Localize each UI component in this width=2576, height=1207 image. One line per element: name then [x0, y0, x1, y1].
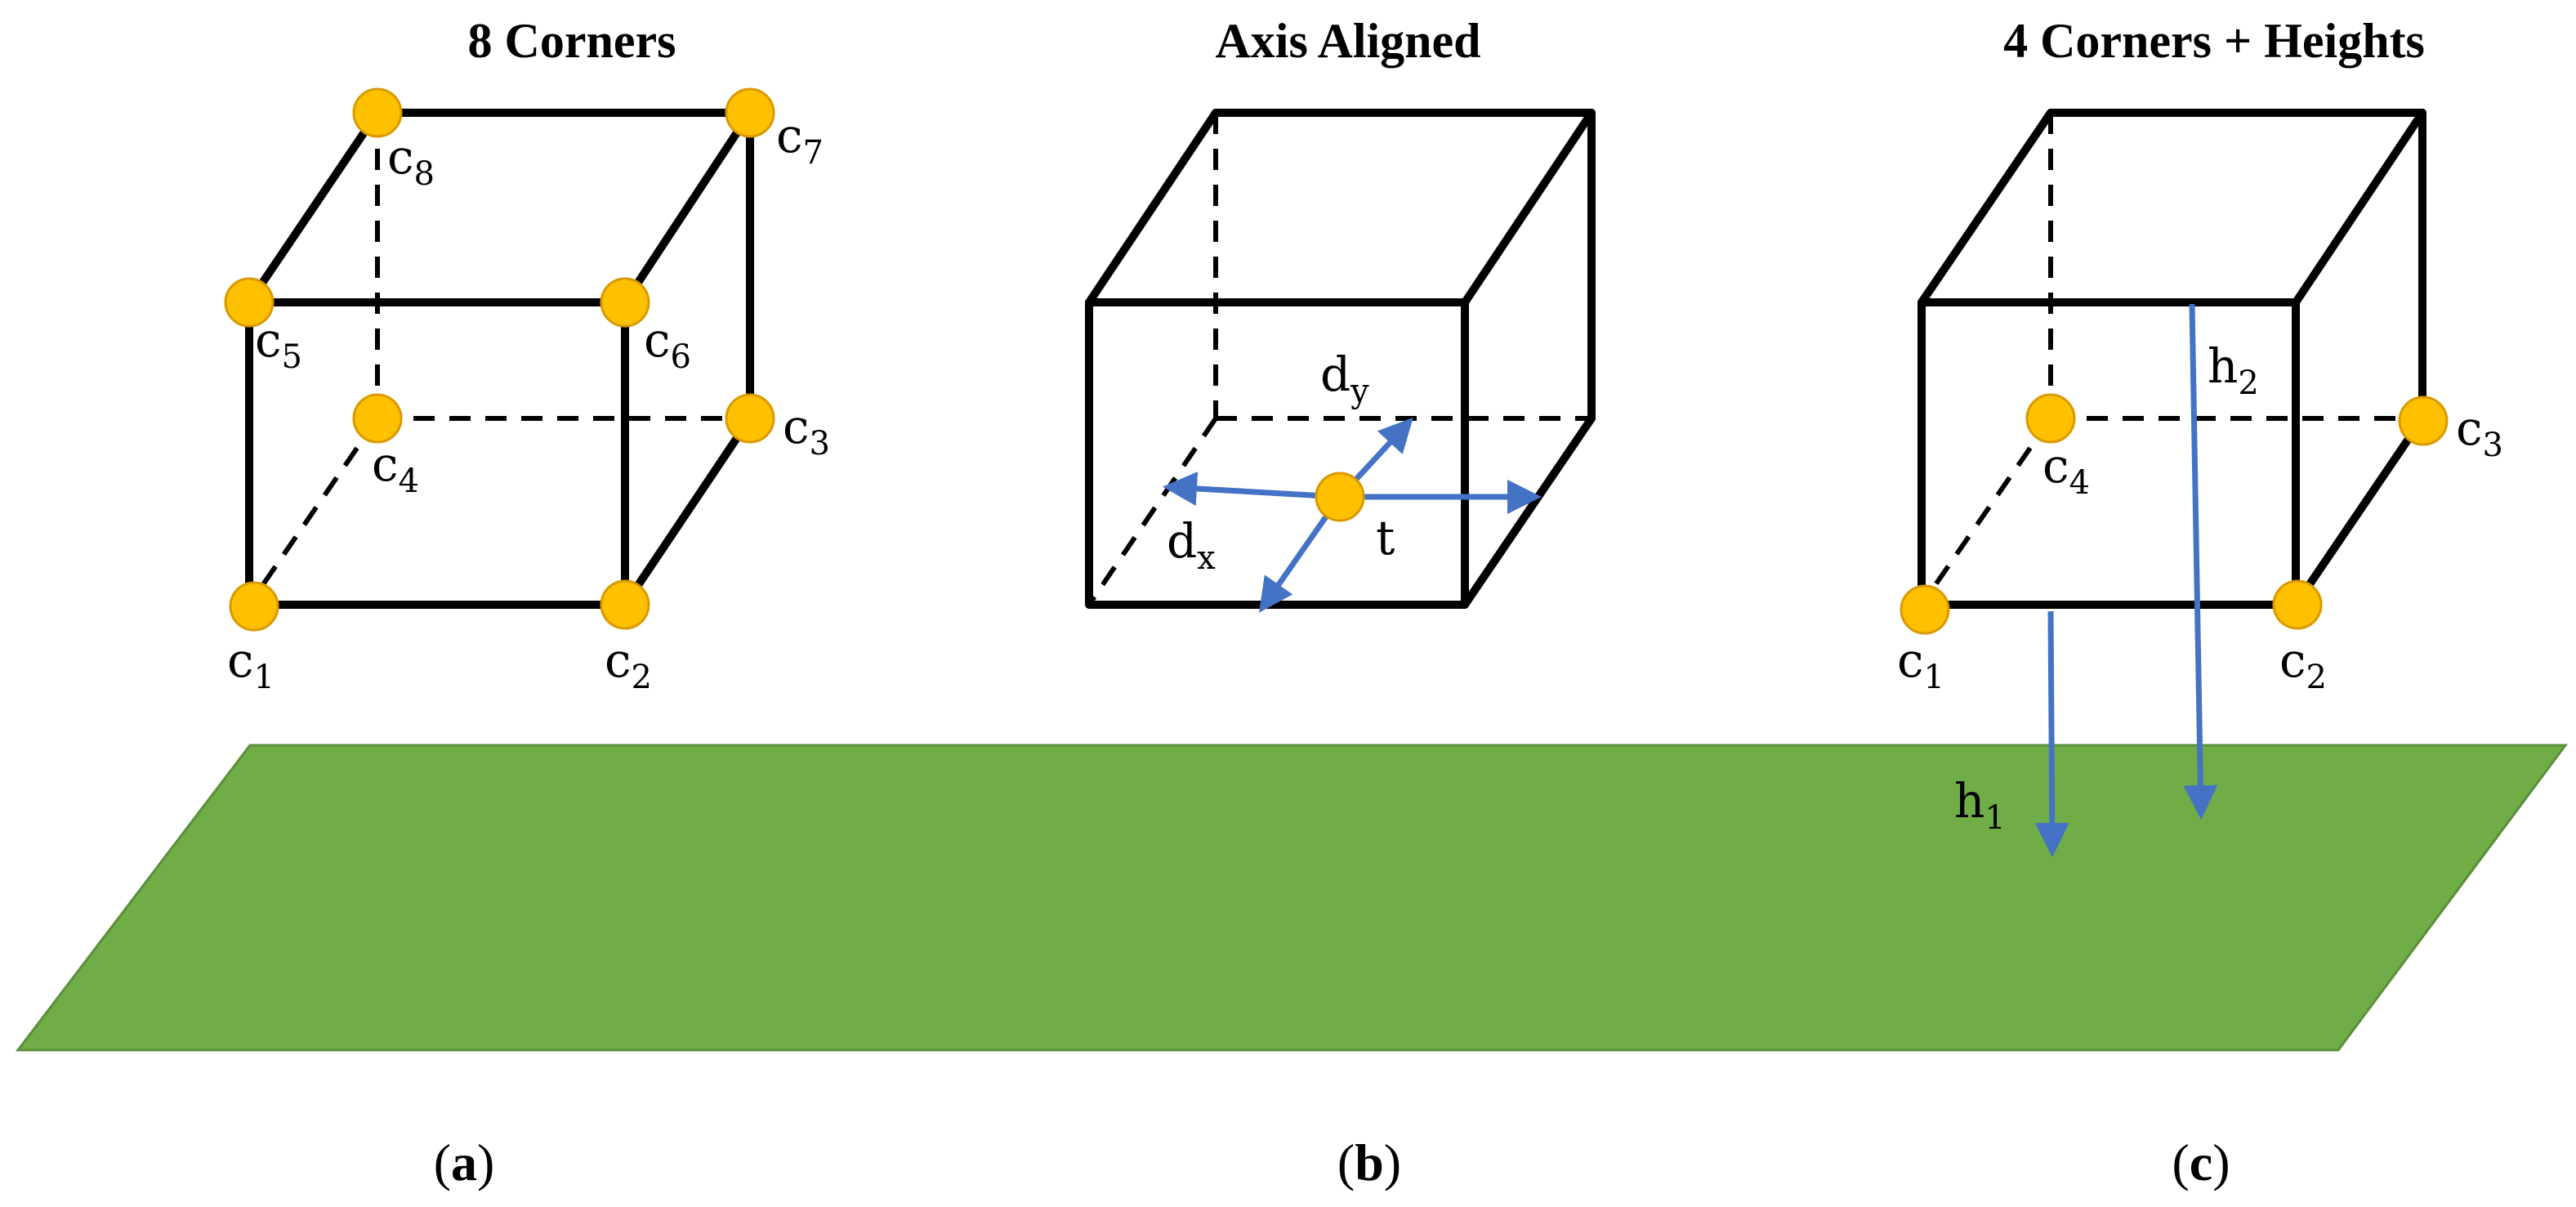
height-arrow-h2 — [2183, 303, 2218, 820]
panel-b-title: Axis Aligned — [1215, 14, 1480, 68]
corner-label-c7: c7 — [776, 108, 824, 172]
panel-b-caption: (b) — [1337, 1133, 1401, 1191]
corner-dot-c3 — [725, 393, 775, 444]
label-t: t — [1376, 510, 1395, 566]
right-bottom-edge — [2292, 414, 2426, 609]
height-arrow-h1 — [2034, 610, 2069, 857]
corner-label-c1: c1 — [1897, 633, 1944, 696]
corner-dot-c7 — [725, 87, 775, 138]
corner-label-c6: c6 — [644, 312, 691, 376]
ground-plane — [15, 744, 2568, 1052]
corner-label-c4: c4 — [2042, 438, 2090, 502]
corner-dot-c2 — [2272, 579, 2323, 630]
corner-label-c8: c8 — [387, 129, 435, 193]
panel-c-caption: (c) — [2172, 1133, 2230, 1191]
panel-a-title: 8 Corners — [468, 14, 676, 68]
right-bottom-edge — [1461, 414, 1596, 609]
top-face — [245, 109, 754, 306]
corner-label-c3: c3 — [2456, 400, 2503, 464]
corner-dots — [224, 87, 775, 632]
front-face — [245, 298, 629, 609]
panel-a-caption: (a) — [434, 1133, 495, 1191]
right-bottom-edge — [621, 414, 754, 609]
corner-label-c2: c2 — [2279, 633, 2327, 696]
corner-dot-c4 — [352, 393, 403, 444]
corner-dot-c3 — [2398, 396, 2449, 446]
hidden-edge — [1919, 417, 2053, 606]
corner-dot-c6 — [600, 277, 650, 328]
label-h2: h2 — [2208, 338, 2259, 402]
corner-label-c1: c1 — [227, 633, 275, 696]
panel-c-title: 4 Corners + Heights — [2003, 14, 2425, 68]
front-face — [1085, 298, 1469, 609]
hidden-edge — [247, 417, 380, 606]
corner-label-c5: c5 — [255, 312, 302, 376]
corner-dot-c5 — [224, 277, 275, 328]
centroid-dot — [1315, 472, 1365, 522]
corner-dot-c4 — [2025, 393, 2076, 444]
panel-c: 4 Corners + Heights c1 c2 c3 c4 h1 h2 (c… — [1897, 14, 2503, 1191]
hidden-edge — [1087, 417, 1218, 606]
corner-label-c3: c3 — [783, 399, 830, 463]
label-h1: h1 — [1954, 773, 2006, 837]
corner-dot-c8 — [352, 87, 403, 138]
x-extent-arrow-left — [1163, 472, 1341, 506]
front-face — [1917, 298, 2300, 609]
corner-label-c2: c2 — [605, 633, 652, 696]
corner-dot-c2 — [600, 579, 650, 630]
corner-dots — [1900, 393, 2449, 635]
panel-b: Axis Aligned dx dy t (b) — [1085, 14, 1596, 1191]
top-face — [1085, 109, 1596, 306]
label-dx: dx — [1167, 513, 1216, 577]
top-face — [1917, 109, 2426, 306]
panel-a: 8 Corners c1 c2 c3 c4 c5 c6 c7 c8 — [224, 14, 830, 1191]
corner-dot-c1 — [229, 581, 279, 632]
label-dy: dy — [1320, 346, 1369, 410]
corner-label-c4: c4 — [372, 436, 419, 500]
corner-dot-c1 — [1900, 584, 1950, 635]
